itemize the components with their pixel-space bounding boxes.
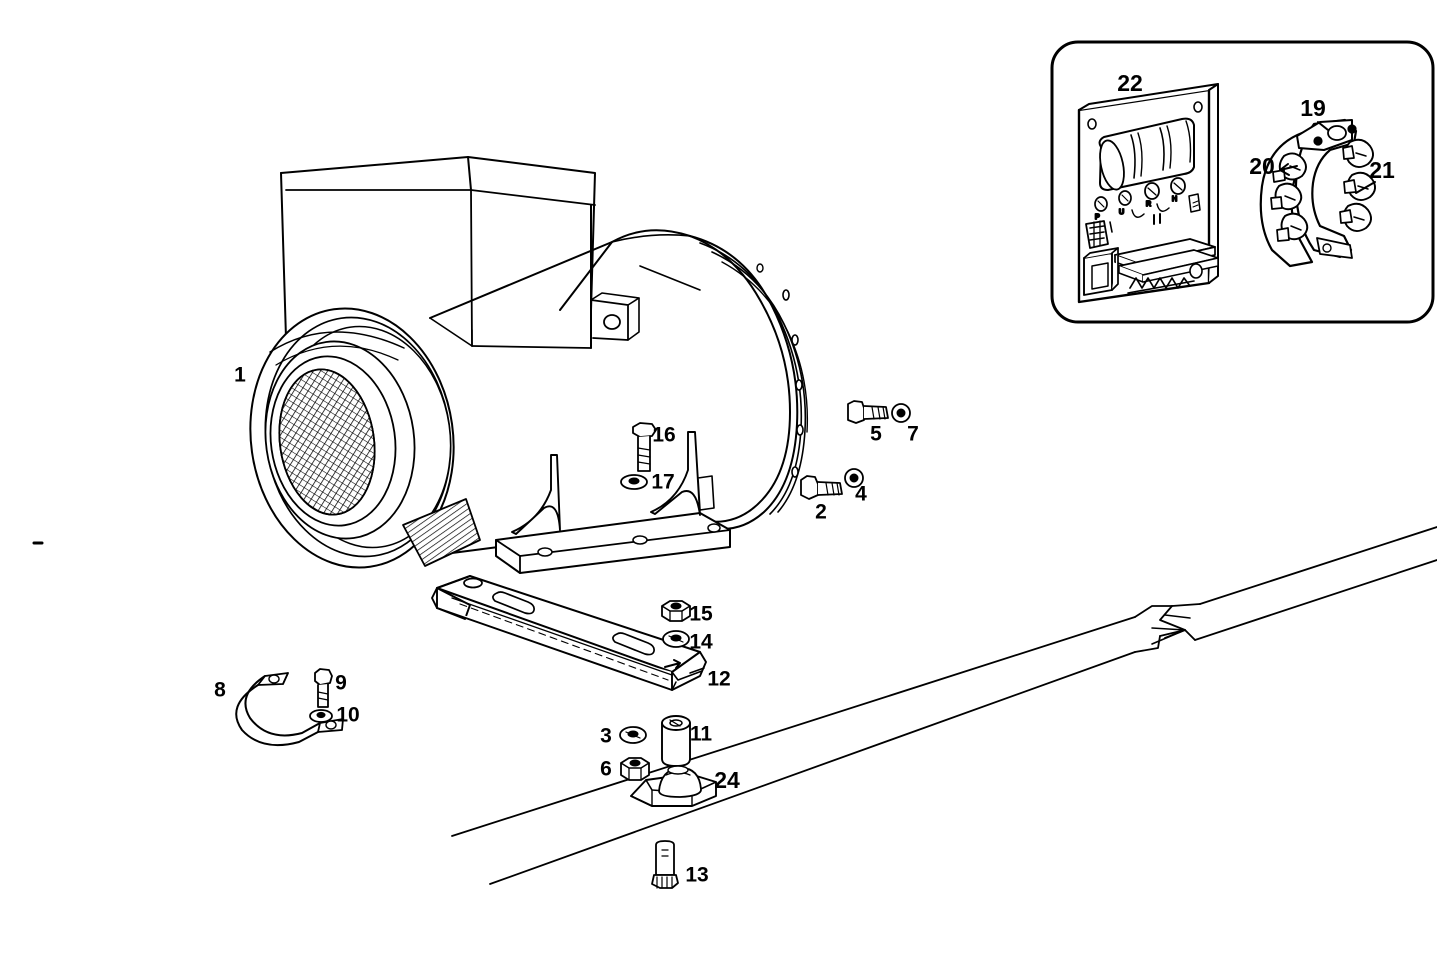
- svg-text:U: U: [1119, 209, 1124, 216]
- part-9-bolt: [314, 668, 333, 708]
- vent-louvre: [402, 498, 481, 567]
- callout-9: 9: [335, 672, 347, 695]
- part-12-mounting-bracket: [431, 575, 707, 691]
- svg-text:H: H: [1172, 196, 1177, 203]
- callout-11: 11: [690, 723, 713, 746]
- inset-detail-panel: P U R H: [1050, 40, 1435, 324]
- part-5-bolt: [847, 400, 889, 424]
- chassis-rail: [451, 526, 1437, 885]
- part-16-bolt: [632, 422, 657, 472]
- part-24-rubber-mount: [630, 765, 717, 807]
- part-19-rectifier-bridge: [1259, 118, 1376, 268]
- svg-text:P: P: [1095, 214, 1100, 221]
- callout-24: 24: [714, 767, 740, 793]
- callout-8: 8: [214, 679, 226, 702]
- part-10-washer: [309, 709, 333, 723]
- callout-7: 7: [907, 423, 919, 446]
- callout-22: 22: [1117, 70, 1143, 96]
- svg-text:R: R: [1146, 201, 1151, 208]
- fan-end-housing: [249, 307, 455, 569]
- part-3-washer: [619, 726, 647, 744]
- diodes-positive-group: [1339, 138, 1376, 232]
- callout-14: 14: [689, 631, 713, 654]
- part-14-washer: [662, 630, 690, 648]
- callout-1: 1: [234, 364, 246, 387]
- callout-19: 19: [1300, 95, 1326, 121]
- callout-labels: 1 2 3 4 5 6 7 8 9 10 11 12 13 14 15 16 1…: [214, 70, 1395, 886]
- part-13-long-bolt: [651, 840, 679, 889]
- callout-12: 12: [707, 668, 730, 691]
- part-7-washer: [891, 403, 911, 423]
- callout-21: 21: [1369, 157, 1395, 183]
- callout-2: 2: [815, 501, 827, 524]
- callout-6: 6: [600, 758, 612, 781]
- callout-10: 10: [336, 704, 359, 727]
- callout-16: 16: [652, 424, 675, 447]
- callout-17: 17: [651, 471, 674, 494]
- part-4-washer: [844, 468, 864, 488]
- callout-4: 4: [855, 483, 867, 506]
- part-22-avr-board: P U R H: [1077, 83, 1219, 304]
- callout-20: 20: [1249, 153, 1275, 179]
- part-15-nut: [661, 600, 691, 622]
- part-2-bolt: [800, 475, 843, 500]
- callout-5: 5: [870, 423, 882, 446]
- generator-body: [249, 156, 809, 574]
- generator-base-frame: [495, 431, 731, 574]
- part-8-ground-strap: [235, 672, 344, 747]
- part-17-washer: [620, 474, 648, 490]
- part-6-nut: [620, 757, 650, 781]
- callout-3: 3: [600, 725, 612, 748]
- part-11-spacer-sleeve: [661, 715, 691, 767]
- callout-15: 15: [689, 603, 713, 626]
- callout-13: 13: [685, 864, 708, 887]
